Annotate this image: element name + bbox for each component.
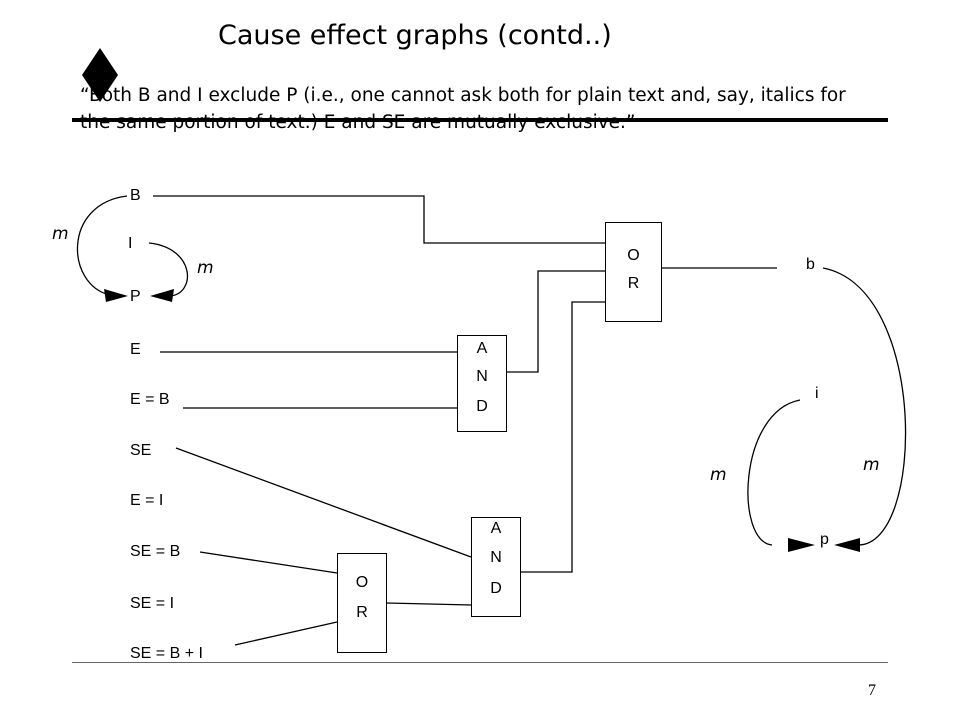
wire-sebi-to-or — [234, 621, 338, 646]
constraint-label: m — [197, 258, 214, 278]
gate-letter: D — [476, 398, 488, 415]
quote-text: “Both B and I exclude P (i.e., one canno… — [80, 85, 846, 133]
gate-letter: R — [627, 275, 640, 292]
gate-letter: R — [356, 604, 368, 621]
cause-b: B — [130, 187, 141, 204]
effect-i: i — [815, 385, 819, 402]
diamond-bullet-icon — [82, 48, 118, 102]
effect-p: p — [820, 531, 829, 548]
and-gate-mid: A N D — [457, 335, 507, 432]
slide-title: Cause effect graphs (contd..) — [218, 20, 612, 51]
wire-or-to-and — [386, 602, 472, 606]
constraint-label: m — [710, 465, 727, 485]
gate-letter: O — [355, 574, 369, 591]
gate-letter: D — [490, 580, 502, 597]
wire-se-to-and — [175, 447, 472, 558]
cause-e-eq-b: E = B — [130, 391, 170, 408]
arrowhead-icon — [834, 538, 860, 552]
arrowhead-icon — [150, 289, 174, 302]
gate-letter: A — [490, 520, 502, 537]
constraint-label: m — [52, 224, 69, 244]
constraint-arc-i-p — [148, 242, 189, 297]
page-number: 7 — [868, 682, 876, 699]
wire-and2-to-or — [521, 301, 605, 573]
or-gate-top: O R — [605, 222, 662, 322]
gate-letter: O — [627, 247, 640, 264]
wire-and-to-or — [507, 270, 605, 373]
effect-b: b — [806, 256, 815, 273]
cause-p: P — [130, 288, 141, 305]
cause-e-eq-i: E = I — [130, 492, 164, 509]
arrowhead-icon — [104, 289, 128, 302]
constraint-arc-i-to-p — [747, 399, 801, 546]
constraint-label: m — [863, 455, 880, 475]
wire-seb-to-or — [199, 551, 338, 574]
cause-se: SE — [130, 442, 152, 459]
cause-e: E — [130, 341, 141, 358]
gate-letter: N — [490, 549, 502, 566]
gate-letter: N — [476, 368, 488, 385]
cause-se-eq-b-plus-i: SE = B + I — [130, 645, 203, 662]
arrowhead-icon — [788, 538, 815, 552]
cause-se-eq-b: SE = B — [130, 543, 181, 560]
or-gate-low: O R — [337, 553, 387, 653]
wire-b-to-or — [153, 195, 605, 244]
constraint-arc-b-to-p — [822, 267, 907, 546]
and-gate-low: A N D — [471, 517, 521, 617]
footer-rule — [72, 662, 888, 663]
title-rule — [72, 118, 888, 122]
cause-se-eq-i: SE = I — [130, 595, 175, 612]
cause-i: I — [128, 235, 133, 252]
constraint-arc-b-p — [76, 195, 128, 296]
gate-letter: A — [476, 340, 488, 357]
